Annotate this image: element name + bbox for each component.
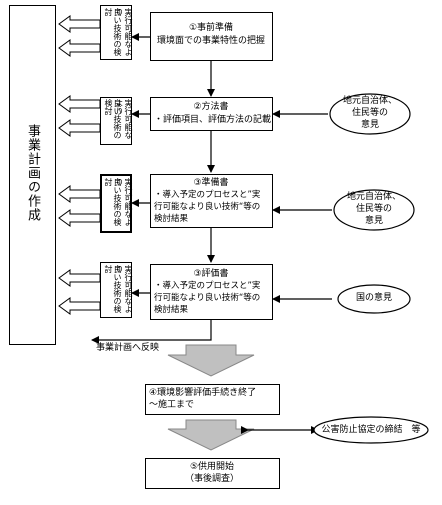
step-3-line-1: ・導入予定のプロセスと”実 — [154, 190, 261, 200]
step-4-title: ③評価書 — [193, 269, 229, 279]
step-1-box: ①事前準備 環境面での事業特性の把握 — [150, 12, 273, 61]
step-4-line-2: 行可能なより良い技術“等の — [154, 293, 261, 303]
opinion-1-line-1: 地元自治体、 — [342, 96, 397, 106]
opinion-3-line-1: 国の意見 — [355, 293, 392, 303]
bat-box-text-a: 実行可能なより — [115, 8, 133, 56]
big-arrow-1 — [167, 344, 255, 377]
bat-box-4: 実行可能なより 良い技術の検討 — [100, 262, 133, 318]
business-plan-label: 事業計画の作成 — [25, 124, 40, 222]
opinion-1-line-2: 住民等の — [351, 108, 388, 118]
bat-box-2: 実行可能なより 良い技術の検討 — [100, 97, 133, 145]
step-4-line-1: ・導入予定のプロセスと”実 — [154, 281, 261, 291]
bat-box-text-a: 実行可能なより — [115, 99, 133, 139]
step-3-line-3: 検討結果 — [154, 214, 189, 224]
step-5-box: ④環境影響評価手続き終了 ～施工まで — [145, 384, 280, 415]
big-arrow-2 — [167, 419, 255, 451]
opinion-2-line-3: 意見 — [364, 216, 383, 226]
step-2-box: ②方法書 ・評価項目、評価方法の記載 — [150, 97, 273, 131]
step-5-line-1: ④環境影響評価手続き終了 — [149, 388, 257, 398]
step-6-line-2: （事後調査） — [184, 474, 239, 484]
opinion-ellipse-2 — [333, 189, 415, 231]
step-3-line-2: 行可能なより良い技術“等の — [154, 202, 261, 212]
step-6-box: ⑤供用開始 （事後調査） — [145, 458, 280, 489]
opinion-2-line-2: 住民等の — [355, 204, 392, 214]
bat-box-3: 実行可能なより 良い技術の検討 — [100, 174, 133, 233]
step-1-line: 環境面での事業特性の把握 — [156, 36, 265, 46]
step-2-line: ・評価項目、評価方法の記載 — [154, 115, 272, 125]
hollow-arrows — [58, 15, 101, 315]
bat-box-1: 実行可能なより 良い技術の検討 — [100, 5, 133, 60]
bat-box-text-b: 良い技術の検討 — [104, 265, 122, 313]
step-5-line-2: ～施工まで — [149, 400, 195, 410]
step-2-title: ②方法書 — [193, 102, 229, 112]
opinion-ellipse-1 — [329, 93, 411, 135]
step-6-line-1: ⑤供用開始 — [189, 462, 235, 472]
bat-box-text-a: 実行可能なより — [115, 178, 133, 226]
opinion-ellipse-3 — [337, 284, 411, 314]
step-4-line-3: 検討結果 — [154, 305, 189, 315]
opinion-1-line-3: 意見 — [360, 120, 379, 130]
bat-box-text-b: 良い技術の検討 — [104, 178, 122, 226]
opinion-2-line-1: 地元自治体、 — [346, 192, 401, 202]
business-plan-bar: 事業計画の作成 — [9, 5, 56, 345]
step-4-box: ③評価書 ・導入予定のプロセスと”実 行可能なより良い技術“等の 検討結果 — [150, 264, 273, 320]
bat-box-text-a: 実行可能なより — [115, 265, 133, 313]
feedback-line — [91, 320, 212, 344]
step-3-title: ③準備書 — [193, 178, 229, 188]
feedback-label: 事業計画へ反映 — [96, 343, 160, 353]
bat-box-text-b: 良い技術の検討 — [104, 8, 122, 56]
step-3-box: ③準備書 ・導入予定のプロセスと”実 行可能なより良い技術“等の 検討結果 — [150, 174, 273, 228]
bat-box-text-b: 良い技術の検討 — [104, 99, 122, 139]
step-1-title: ①事前準備 — [188, 23, 234, 33]
agreement-label: 公害防止協定の締結 等 — [321, 425, 421, 435]
agreement-ellipse — [313, 416, 429, 444]
